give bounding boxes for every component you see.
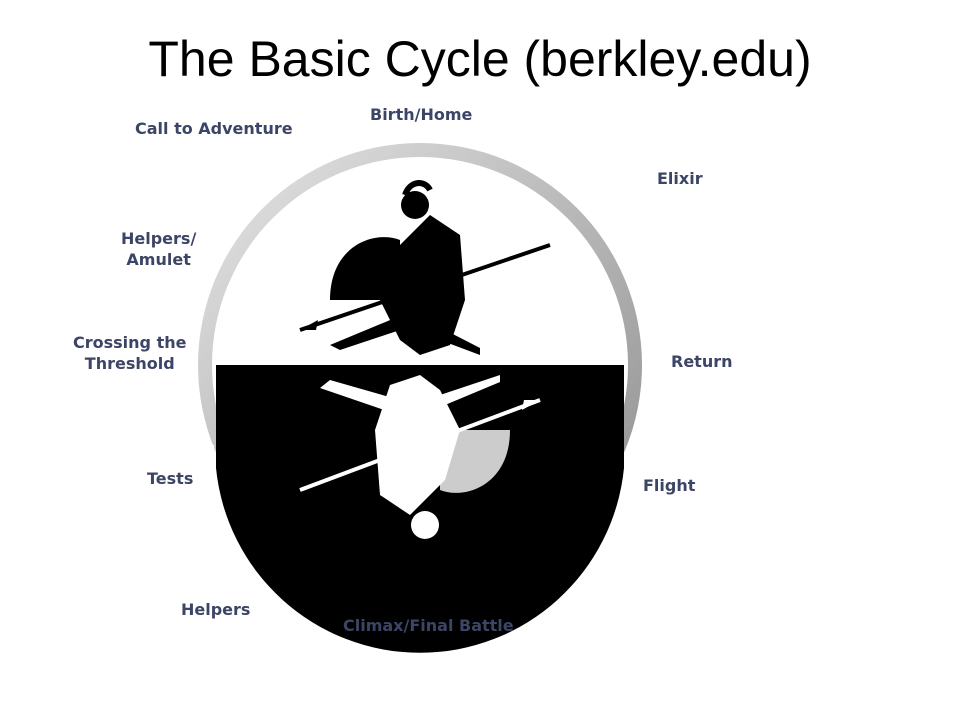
stage-helpers-amulet-line1: Helpers/ <box>121 229 197 248</box>
warrior-figure-lower <box>299 375 541 539</box>
stage-birth-home: Birth/Home <box>370 105 473 124</box>
slide-title: The Basic Cycle (berkley.edu) <box>148 31 812 87</box>
stage-flight: Flight <box>643 476 696 495</box>
stage-climax-final-battle: Climax/Final Battle <box>343 616 514 635</box>
stage-elixir: Elixir <box>657 168 703 189</box>
stage-tests: Tests <box>147 469 194 488</box>
stage-crossing-threshold: Crossing the Threshold <box>73 332 186 374</box>
stage-return: Return <box>671 352 733 371</box>
stage-crossing-line2: Threshold <box>84 354 175 373</box>
stage-helpers: Helpers <box>181 600 251 619</box>
stage-crossing-line1: Crossing the <box>73 333 187 352</box>
warrior-figure-upper <box>299 180 551 355</box>
stage-elixir-text: Elixir <box>657 169 703 188</box>
stage-helpers-amulet: Helpers/ Amulet <box>121 228 196 270</box>
stage-call-to-adventure: Call to Adventure <box>135 119 293 138</box>
stage-helpers-amulet-line2: Amulet <box>126 250 191 269</box>
